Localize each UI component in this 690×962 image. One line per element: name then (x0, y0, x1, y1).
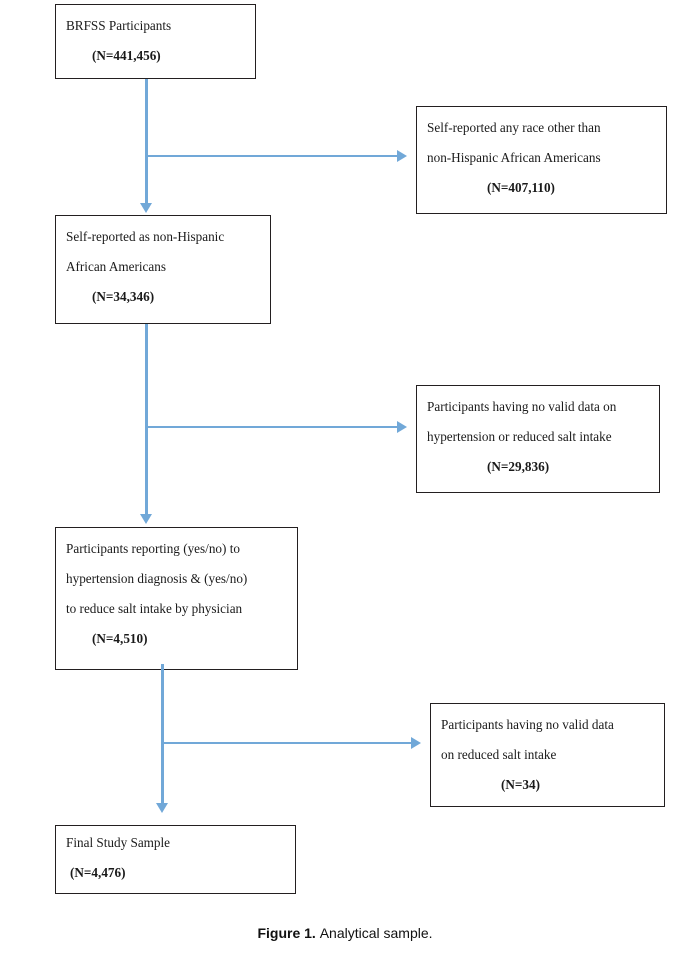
connector-vertical-3 (161, 664, 164, 805)
node-count: (N=34) (501, 777, 541, 792)
node-count: (N=407,110) (487, 180, 555, 195)
node-count: (N=441,456) (92, 48, 161, 63)
arrow-right-3 (411, 736, 421, 749)
connector-vertical-1 (145, 79, 148, 205)
arrow-down-2 (140, 514, 152, 524)
connector-horizontal-1 (145, 155, 397, 157)
node-excluded-other-race: Self-reported any race other than non-Hi… (416, 106, 667, 214)
node-line: Final Study Sample (66, 835, 171, 850)
node-line: hypertension or reduced salt intake (427, 429, 612, 444)
node-line: Participants having no valid data on (427, 399, 617, 414)
node-count: (N=4,476) (70, 865, 126, 880)
node-count: (N=29,836) (487, 459, 550, 474)
node-line: non-Hispanic African Americans (427, 150, 601, 165)
connector-horizontal-2 (145, 426, 397, 428)
node-line: Participants reporting (yes/no) to (66, 541, 240, 556)
figure-caption: Figure 1. Analytical sample. (0, 925, 690, 941)
arrow-right-1 (397, 149, 407, 162)
node-line: to reduce salt intake by physician (66, 601, 243, 616)
node-line: BRFSS Participants (66, 18, 172, 33)
node-brfss-participants: BRFSS Participants (N=441,456) (55, 4, 256, 79)
node-final-study-sample: Final Study Sample (N=4,476) (55, 825, 296, 894)
node-line: Self-reported any race other than (427, 120, 601, 135)
node-self-reported-nh-african-american: Self-reported as non-Hispanic African Am… (55, 215, 271, 324)
node-line: Participants having no valid data (441, 717, 614, 732)
node-line: hypertension diagnosis & (yes/no) (66, 571, 248, 586)
node-participants-reporting-yes-no: Participants reporting (yes/no) to hyper… (55, 527, 298, 670)
figure-caption-text: Analytical sample. (319, 925, 433, 941)
arrow-down-1 (140, 203, 152, 213)
node-count: (N=4,510) (92, 631, 148, 646)
node-excluded-no-valid-salt: Participants having no valid data on red… (430, 703, 665, 807)
connector-vertical-2 (145, 324, 148, 516)
node-line: African Americans (66, 259, 166, 274)
node-line: on reduced salt intake (441, 747, 557, 762)
node-excluded-no-valid-hypertension-salt: Participants having no valid data on hyp… (416, 385, 660, 493)
connector-horizontal-3 (161, 742, 411, 744)
node-count: (N=34,346) (92, 289, 155, 304)
arrow-down-3 (156, 803, 168, 813)
arrow-right-2 (397, 420, 407, 433)
node-line: Self-reported as non-Hispanic (66, 229, 225, 244)
figure-caption-label: Figure 1. (257, 925, 316, 941)
